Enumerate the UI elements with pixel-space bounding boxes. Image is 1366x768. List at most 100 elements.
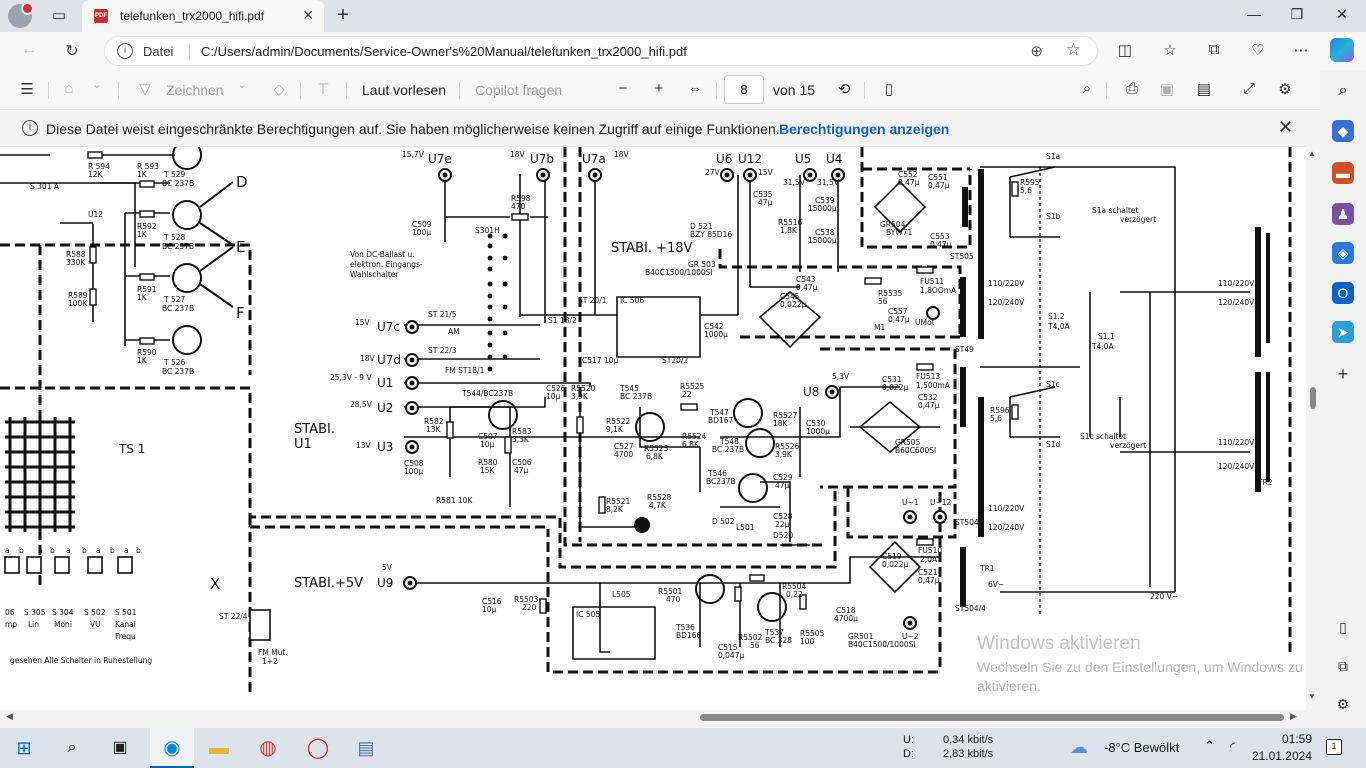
page-view-icon[interactable]: ▯ <box>884 81 894 98</box>
schematic-label: 0,022µ <box>882 383 908 392</box>
chrome-icon[interactable]: ◍ <box>259 737 277 759</box>
address-bar[interactable]: i Datei C:/Users/admin/Documents/Service… <box>104 36 1098 66</box>
scroll-down-icon[interactable]: ▼ <box>1308 692 1316 701</box>
divider <box>189 44 190 60</box>
taskbar-edge-active[interactable] <box>150 728 194 768</box>
weather-cloud-icon[interactable]: ☁ <box>1070 737 1088 757</box>
rail-u7e: U7e <box>428 152 452 166</box>
split-screen-icon[interactable]: ◫ <box>1117 42 1133 59</box>
file-explorer-icon[interactable]: ▬ <box>209 737 229 759</box>
clock-date[interactable]: 21.01.2024 <box>1251 749 1312 763</box>
tray-expand-icon[interactable]: ⌃ <box>1204 738 1215 753</box>
profile-avatar[interactable] <box>8 2 34 28</box>
favorites-icon[interactable]: ☆ <box>1163 42 1177 59</box>
task-view-icon[interactable]: ▣ <box>112 739 128 756</box>
search-icon[interactable]: ⌕ <box>1082 80 1092 97</box>
favorite-star-icon[interactable]: ☆ <box>1065 40 1081 59</box>
minimize-button[interactable]: — <box>1247 6 1261 22</box>
highlight-icon[interactable]: ⌂ <box>64 80 74 97</box>
tab-close-icon[interactable]: ✕ <box>302 7 314 23</box>
shopping-icon[interactable]: ◆ <box>1332 120 1354 142</box>
back-button[interactable]: ← <box>21 41 37 58</box>
wifi-icon[interactable]: ◜ <box>1230 739 1236 754</box>
draw-button[interactable]: Zeichnen <box>166 82 224 98</box>
close-infobar-icon[interactable]: ✕ <box>1278 117 1294 137</box>
draw-icon[interactable]: ▽ <box>139 81 151 98</box>
scroll-left-icon[interactable]: ◀ <box>6 711 13 721</box>
vertical-scrollbar[interactable]: ▲ ▼ <box>1306 147 1320 710</box>
vertical-scroll-thumb[interactable] <box>1310 387 1316 409</box>
tools-icon[interactable]: ▬ <box>1332 162 1354 184</box>
opera-icon[interactable]: ◯ <box>306 737 330 759</box>
page-total: von 15 <box>773 82 816 98</box>
search-icon[interactable]: ⌕ <box>1338 82 1348 99</box>
print-icon[interactable]: ⎙ <box>1125 80 1138 97</box>
notification-icon[interactable]: 1 <box>1326 739 1342 755</box>
restore-button[interactable]: ❐ <box>1290 6 1304 22</box>
fit-width-icon[interactable]: ⇔ <box>687 80 703 97</box>
read-aloud-button[interactable]: Laut vorlesen <box>362 82 447 98</box>
save-as-icon[interactable]: ▤ <box>1196 81 1212 98</box>
settings-gear-icon[interactable]: ⚙ <box>1278 81 1292 98</box>
more-menu-icon[interactable]: ⋯ <box>1293 42 1309 59</box>
page-number-input[interactable]: 8 <box>724 75 764 104</box>
tab-actions-icon[interactable]: ▭ <box>51 7 67 24</box>
chevron-down-icon[interactable]: ⌄ <box>92 80 102 91</box>
sidebar-toggle-icon[interactable]: ▯ <box>1339 619 1347 635</box>
schematic-label: R590 <box>137 348 157 357</box>
browser-essentials-icon[interactable]: ♡ <box>1251 42 1265 59</box>
add-icon[interactable]: + <box>1337 364 1349 384</box>
rail-u8: U8 <box>803 385 819 399</box>
rotate-icon[interactable]: ⟲ <box>837 81 851 98</box>
schematic-label: BC 328 <box>765 636 792 645</box>
schematic-label: a <box>66 546 71 555</box>
windows-start-icon[interactable]: ⊞ <box>16 738 32 758</box>
tab-pdf[interactable]: PDF telefunken_trx2000_hifi.pdf ✕ <box>82 0 324 32</box>
chevron-down-icon[interactable]: ⌄ <box>237 80 247 91</box>
microsoft365-icon[interactable]: ◈ <box>1332 242 1354 264</box>
schematic-label: 15V <box>758 168 774 177</box>
games-icon[interactable]: ♟ <box>1332 203 1354 225</box>
zoom-out-icon[interactable]: − <box>618 80 628 97</box>
ask-copilot-button[interactable]: Copilot fragen <box>475 82 563 98</box>
send-icon[interactable]: ➤ <box>1332 321 1354 343</box>
popout-icon[interactable]: ⧉ <box>1338 658 1348 674</box>
schematic-label: R589 <box>68 291 88 300</box>
schematic-label: S1.1 <box>1098 332 1115 341</box>
search-icon[interactable]: ⌕ <box>67 739 77 756</box>
schematic-label: 28,5V <box>350 400 373 409</box>
schematic-drawing: STABI. +18V STABI. U1 STABI.+5V TS 1 U7e… <box>0 147 1306 710</box>
sidebar-settings-icon[interactable]: ⚙ <box>1336 696 1350 712</box>
schematic-label: T4,0A <box>1047 322 1071 331</box>
scroll-right-icon[interactable]: ▶ <box>1290 711 1297 721</box>
url-text[interactable]: C:/Users/admin/Documents/Service-Owner's… <box>201 44 687 59</box>
horizontal-scrollbar[interactable]: ◀ ▶ <box>0 710 1306 724</box>
app-icon[interactable]: ▤ <box>357 738 375 758</box>
schematic-label: 47µ <box>758 198 773 207</box>
clock-time[interactable]: 01:59 <box>1281 732 1312 746</box>
save-icon[interactable]: ▣ <box>1159 81 1175 98</box>
edge-icon[interactable]: ◉ <box>163 737 181 759</box>
schematic-label: R595 <box>1020 178 1040 187</box>
collections-icon[interactable]: ⧉ <box>1208 41 1220 58</box>
weather-text[interactable]: -8°C Bewölkt <box>1104 740 1180 755</box>
scroll-up-icon[interactable]: ▲ <box>1308 149 1316 158</box>
refresh-button[interactable]: ↻ <box>65 43 79 60</box>
eraser-icon[interactable]: ◇ <box>273 81 285 98</box>
horizontal-scroll-thumb[interactable] <box>700 714 1284 721</box>
zoom-icon[interactable]: ⊕ <box>1030 43 1043 60</box>
schematic-label: 3,3K <box>512 435 530 444</box>
copilot-icon[interactable] <box>1330 38 1354 62</box>
view-permissions-link[interactable]: Berechtigungen anzeigen <box>779 121 950 137</box>
outlook-icon[interactable]: O <box>1332 282 1354 304</box>
contents-icon[interactable]: ☰ <box>20 81 34 98</box>
info-icon[interactable]: i <box>117 43 133 59</box>
schematic-label: C515 <box>718 643 738 652</box>
fullscreen-icon[interactable]: ⤢ <box>1242 80 1255 97</box>
pdf-page-view[interactable]: STABI. +18V STABI. U1 STABI.+5V TS 1 U7e… <box>0 147 1306 710</box>
new-tab-button[interactable]: + <box>337 4 349 26</box>
schematic-label: ST 22/3 <box>428 346 457 355</box>
zoom-in-icon[interactable]: + <box>654 80 664 97</box>
close-window-button[interactable]: ✕ <box>1336 6 1348 22</box>
text-box-icon[interactable]: ⊤ <box>316 81 330 98</box>
